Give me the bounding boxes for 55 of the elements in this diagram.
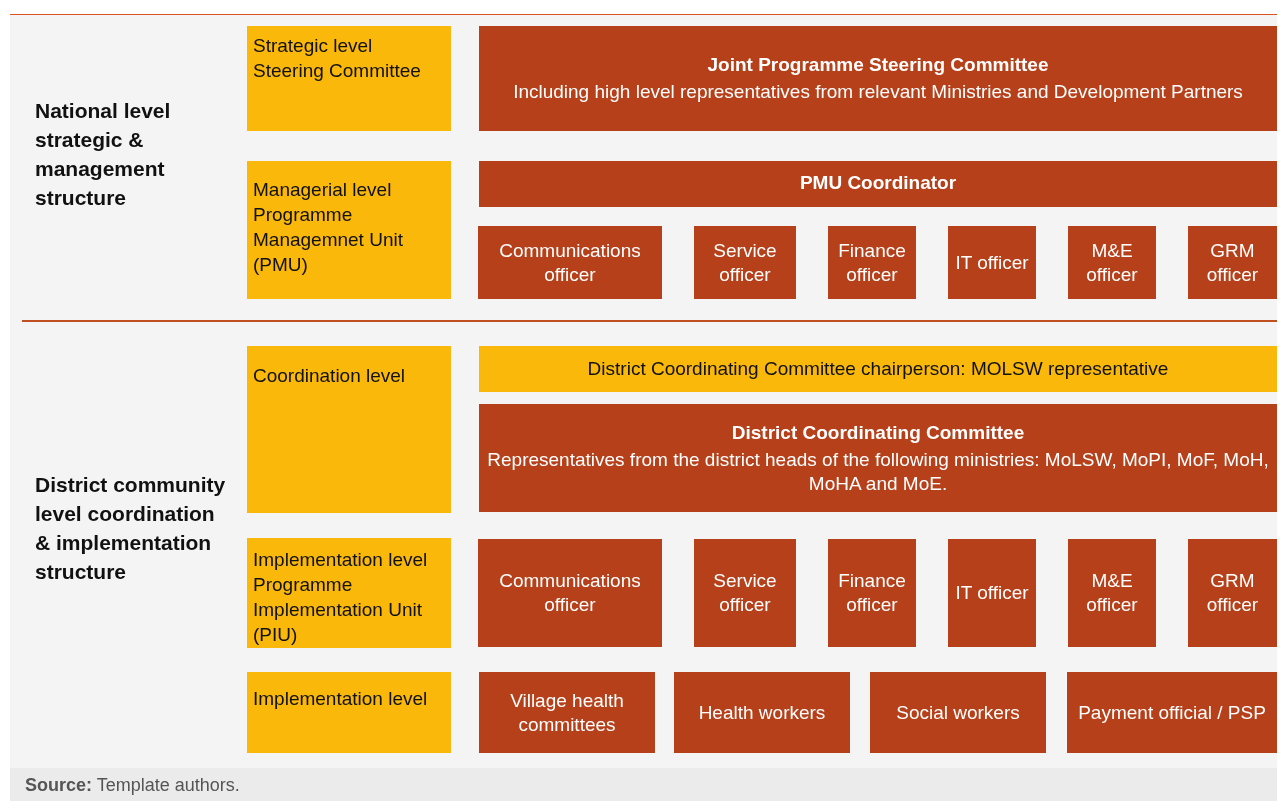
role-box [694,226,796,299]
box-text: Coordination level [253,364,407,388]
box-text: District Coordinating Committee chairperson: MOLSW representative [587,357,1169,381]
box-text: Finance officer [837,569,907,617]
role-box [479,161,1277,207]
level-box [247,26,451,131]
box-text: GRM officer [1205,569,1260,617]
box-text: M&E officer [1085,238,1139,287]
role-box [948,539,1036,647]
role-box [674,672,850,753]
box-text: Managerial level Programme Managemnet Unit (PMU) [253,178,404,277]
role-box [1188,226,1277,299]
box-text: Communications officer [498,238,642,287]
box-text: Social workers [896,700,1020,725]
box-text: IT officer [955,581,1029,605]
box-heading: District Coordinating Committee [731,420,1025,445]
level-box [479,346,1277,392]
role-box [479,672,655,753]
box-text: Service officer [712,238,778,287]
role-box [1067,672,1277,753]
box-text: Representatives from the district heads of the following ministries: MoLSW, MoPI, MoF, MoH, MoHA and MoE. [486,447,1270,496]
box-text: Implementation level [253,687,429,711]
role-box [828,539,916,647]
section-label: National level strategic & management structure [35,98,172,211]
box-text: Service officer [712,569,778,617]
box-text: Health workers [698,700,826,725]
section-label: District community level coordination & implementation structure [35,472,227,585]
box-text: M&E officer [1085,569,1139,617]
box-text: Strategic level Steering Committee [253,34,422,83]
role-box [479,26,1277,131]
box-text: Finance officer [837,238,907,287]
role-box [694,539,796,647]
box-heading: PMU Coordinator [799,170,957,195]
box-text: Payment official / PSP [1078,700,1266,725]
box-heading: Joint Programme Steering Committee [707,53,1049,77]
role-box [870,672,1046,753]
box-text: GRM officer [1205,238,1260,287]
level-box [247,161,451,299]
box-text: Village health committees [509,688,625,737]
role-box [1188,539,1277,647]
box-text: Communications officer [498,569,642,617]
box-text: Including high level representatives from relevant Ministries and Development Partners [513,80,1243,104]
role-box [948,226,1036,299]
level-box [247,538,451,648]
level-box [247,672,451,753]
role-box [828,226,916,299]
role-box [478,226,662,299]
role-box [479,404,1277,512]
level-box [247,346,451,513]
source-note: Source: Template authors. [25,775,240,796]
role-box [478,539,662,647]
box-text: IT officer [955,250,1029,275]
role-box [1068,226,1156,299]
box-text: Implementation level Programme Implementation Unit (PIU) [253,548,429,647]
role-box [1068,539,1156,647]
